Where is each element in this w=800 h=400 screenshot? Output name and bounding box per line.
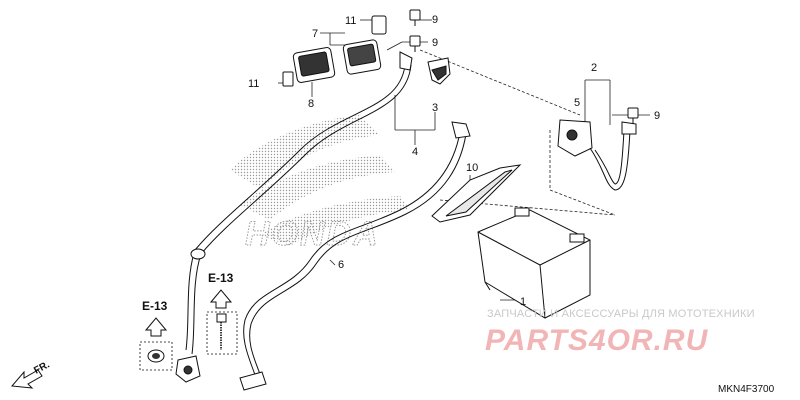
relay-assembly [282,15,387,87]
front-direction-arrow: FR. [10,359,52,389]
callout-6: 6 [338,259,344,271]
callout-9-right: 9 [654,110,660,122]
battery-strap [431,164,522,223]
callout-1: 1 [520,296,526,308]
e13-label-left: E-13 [142,299,168,313]
callout-3: 3 [432,102,438,114]
honda-wing-watermark: HONDA [230,115,410,254]
e13-reference-right: E-13 [206,271,238,355]
callout-11-top: 11 [345,15,356,27]
callout-2: 2 [591,62,597,74]
watermark-logo: PARTS4OR.RU [485,324,709,357]
e13-reference-left: E-13 [139,299,173,371]
callout-7: 7 [312,28,318,40]
front-direction-label: FR. [32,359,52,376]
bolts [409,9,639,124]
site-watermark: ЗАПЧАСТИ И АКСЕССУАРЫ ДЛЯ МОТОТЕХНИКИ PA… [485,308,755,357]
watermark-text: ЗАПЧАСТИ И АКСЕССУАРЫ ДЛЯ МОТОТЕХНИКИ [487,308,755,320]
negative-cable-5 [557,119,637,191]
harness-4 [175,51,413,383]
callout-5: 5 [574,97,580,109]
callout-8: 8 [308,98,314,110]
e13-label-right: E-13 [208,271,234,285]
honda-brand-text: HONDA [245,215,380,253]
diagram-code: MKN4F3700 [718,384,775,395]
callout-numbers: 1 2 3 4 5 6 7 8 9 9 9 10 11 11 [248,14,660,308]
callout-9-top: 9 [432,14,438,26]
callout-9-middle: 9 [432,37,438,49]
callout-11-left: 11 [248,78,259,90]
callout-4: 4 [412,146,418,158]
battery-cable-6 [239,121,471,391]
callout-10: 10 [466,162,478,174]
battery [477,207,591,319]
terminal-cover [427,57,451,85]
